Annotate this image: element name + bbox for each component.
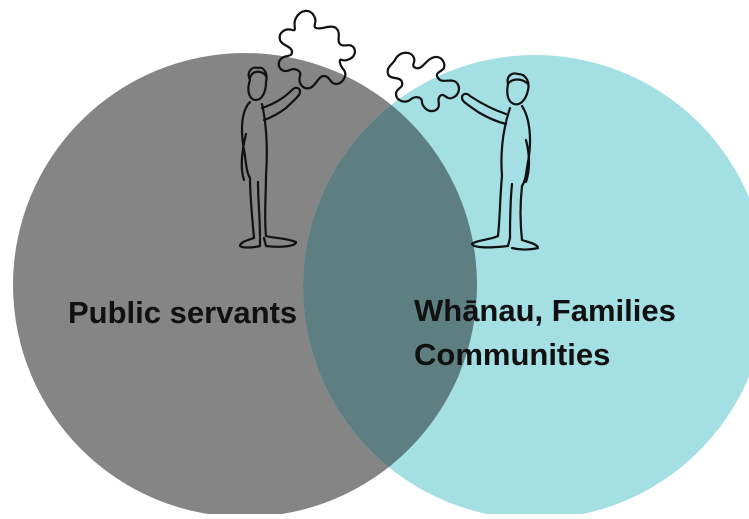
- right-puzzle-piece-icon: [386, 51, 461, 113]
- label-public-servants: Public servants: [68, 295, 298, 330]
- label-communities: Communities: [414, 337, 611, 372]
- circle-overlap: [303, 55, 477, 517]
- label-whanau-families: Whānau, Families: [414, 293, 676, 328]
- left-puzzle-piece-icon: [277, 9, 356, 90]
- left-person-with-puzzle-icon: [238, 9, 356, 249]
- right-person-with-puzzle-icon: [386, 51, 540, 251]
